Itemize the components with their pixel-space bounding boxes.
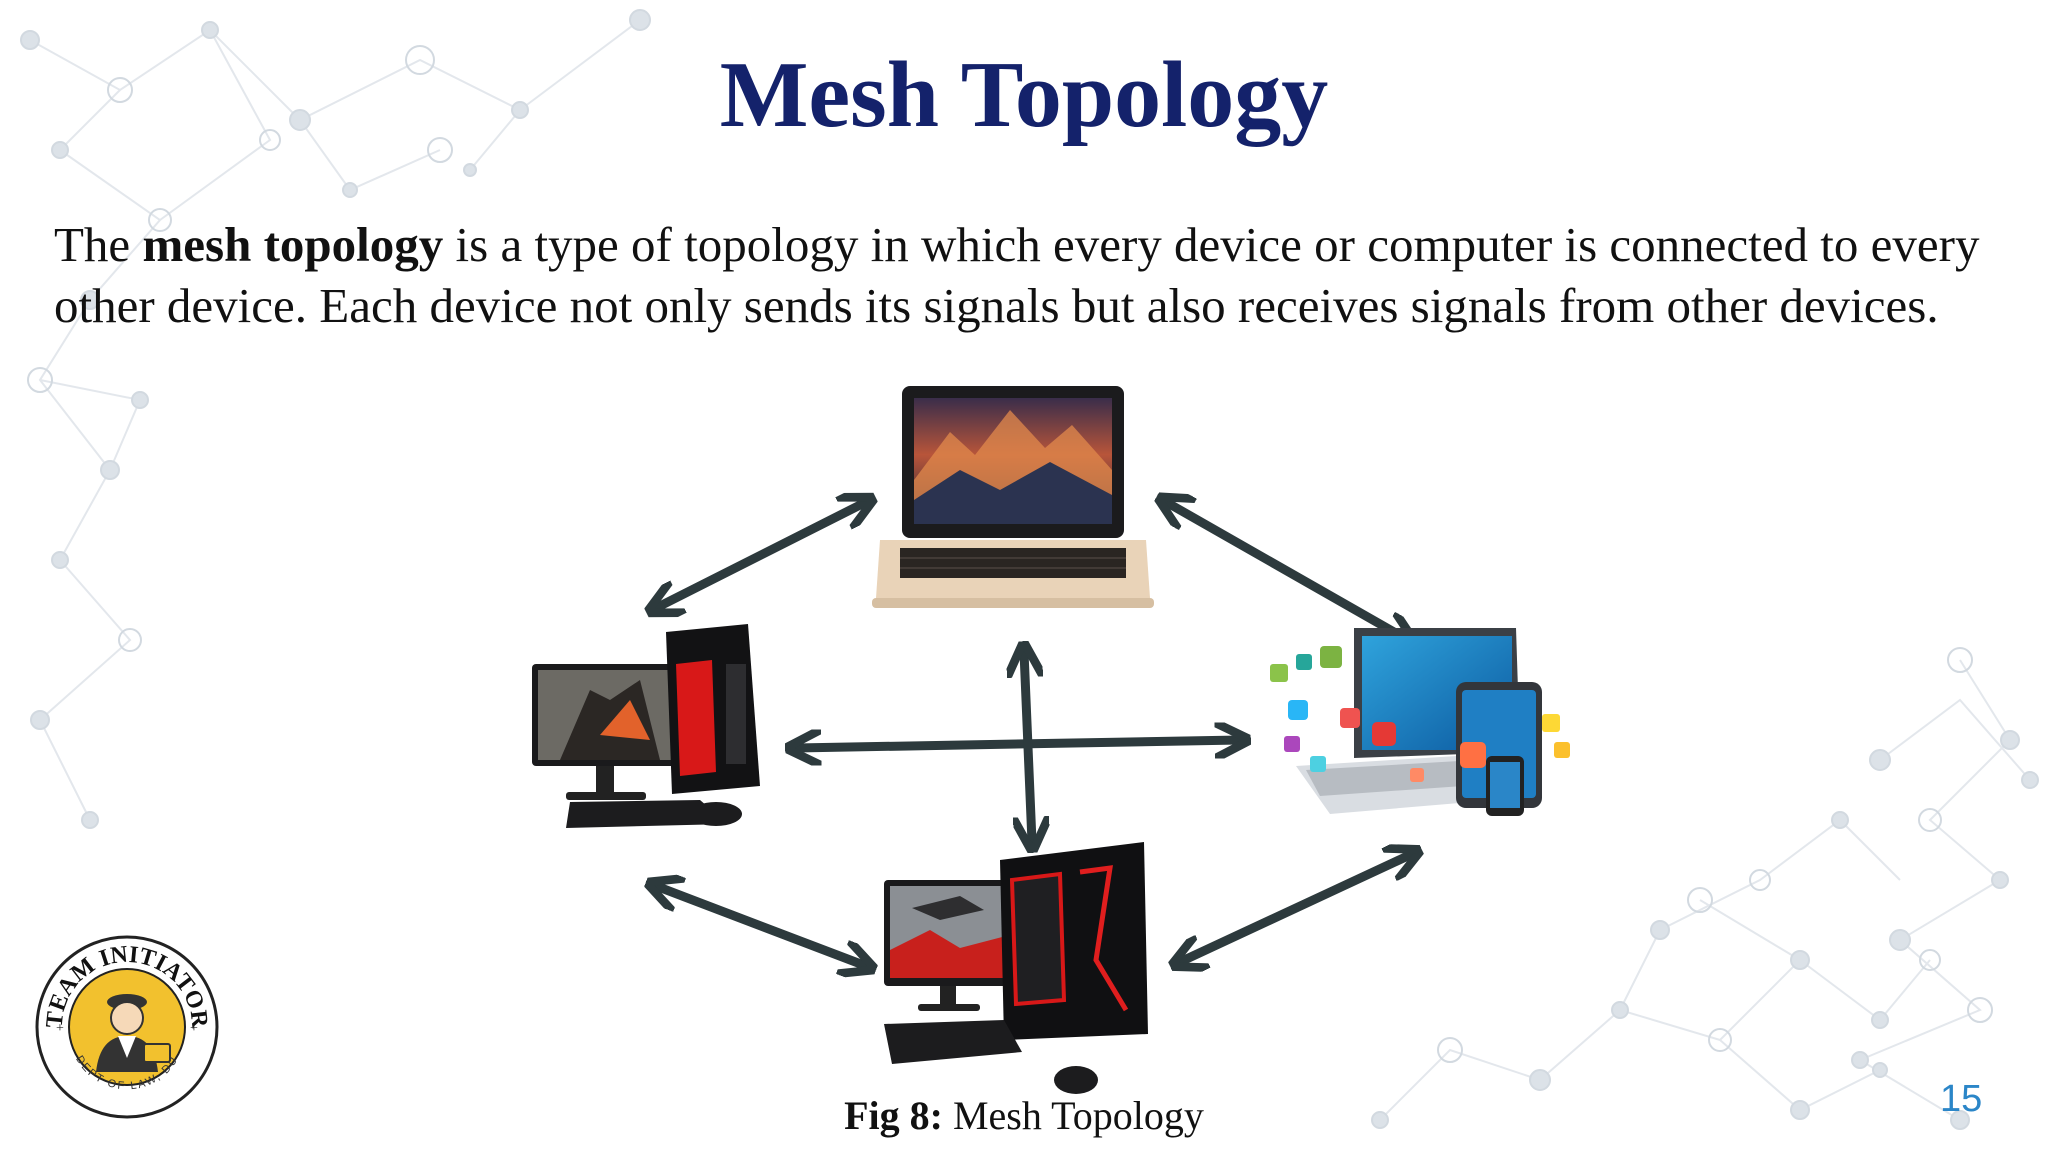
arrow-left-bottom	[656, 886, 866, 966]
caption-label: Fig 8:	[844, 1093, 943, 1138]
svg-text:+: +	[190, 1021, 198, 1036]
svg-text:+: +	[56, 1021, 64, 1036]
laptop-tablet-phone-icon	[1270, 628, 1570, 816]
arrow-laptop-right	[1166, 502, 1408, 640]
figure-caption: Fig 8: Mesh Topology	[0, 1092, 2048, 1139]
arrow-bottom-right	[1180, 854, 1412, 962]
laptop-icon	[872, 386, 1154, 608]
arrow-laptop-left	[656, 502, 866, 608]
arrow-laptop-bottom	[1024, 652, 1032, 842]
team-initiator-logo: TEAM INITIATOR DEPT OF LAW, DU + +	[32, 932, 222, 1122]
arrow-left-right	[796, 740, 1240, 748]
caption-text: Mesh Topology	[943, 1093, 1204, 1138]
desktop-computer-icon	[884, 842, 1148, 1094]
desktop-computer-icon	[532, 624, 760, 828]
page-number: 15	[1940, 1078, 1982, 1121]
